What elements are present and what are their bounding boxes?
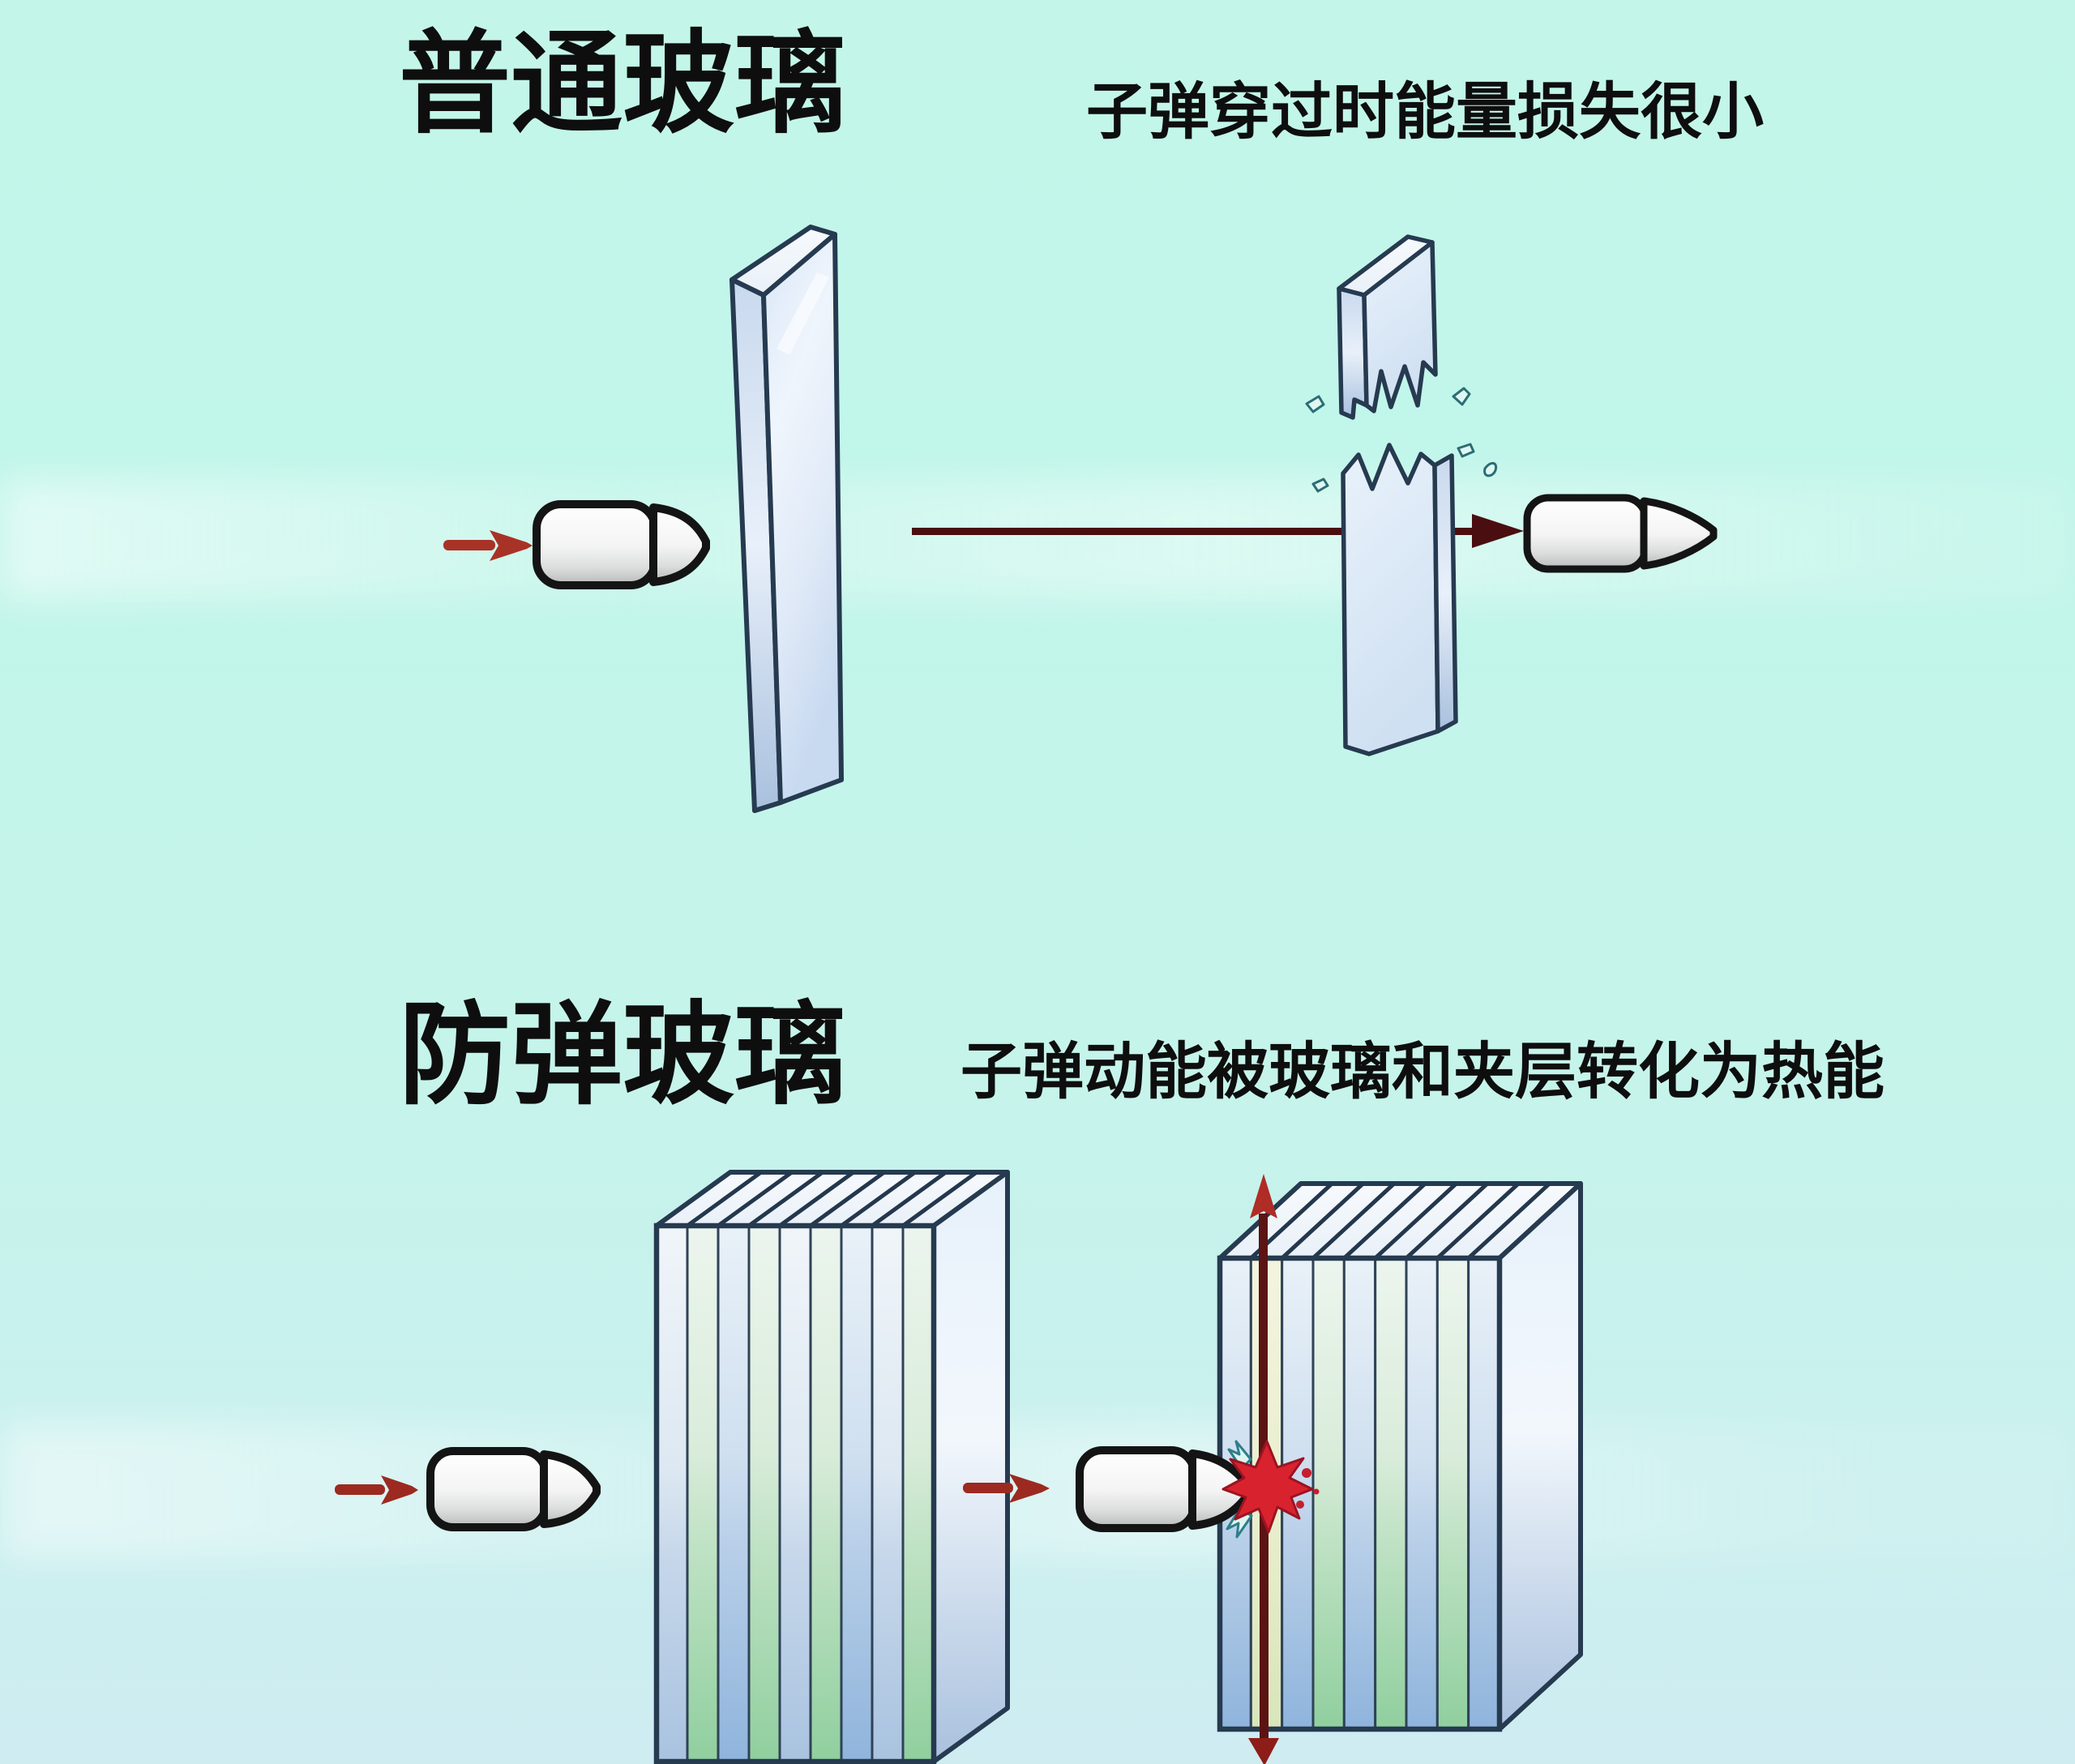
glass-layer <box>809 1224 843 1763</box>
energy-arrow-stem-down <box>1260 1505 1269 1741</box>
motion-arrow-tail <box>335 1484 385 1495</box>
shattered-glass-icon <box>1337 234 1458 756</box>
glass-layer <box>655 1224 689 1763</box>
motion-arrow-head <box>1009 1474 1050 1503</box>
glass-layer <box>1374 1257 1408 1731</box>
motion-arrow-icon <box>963 1474 1050 1503</box>
glass-sheen <box>777 272 829 355</box>
energy-arrow-stem-up <box>1259 1214 1268 1473</box>
bullet-body <box>1523 494 1649 573</box>
bullet-exited-icon <box>1523 494 1718 573</box>
top-face-layer-stripe <box>1373 1182 1458 1260</box>
energy-arrow-head-down <box>1248 1738 1279 1764</box>
glass-layer <box>1342 1257 1377 1731</box>
block-front-border <box>653 1222 937 1764</box>
shard-piece <box>1483 461 1498 477</box>
bulletproof-glass-title: 防弹玻璃 <box>399 993 847 1118</box>
glass-shards <box>1305 387 1498 493</box>
impact-droplet <box>1302 1468 1311 1478</box>
bullet-body <box>426 1447 550 1531</box>
bullet-tip <box>649 503 710 586</box>
top-face-layer-stripe <box>1342 1182 1427 1260</box>
bullet-icon <box>426 1447 601 1531</box>
top-face-layer-stripe <box>871 1170 948 1228</box>
top-face-layer-stripe <box>1435 1182 1521 1260</box>
glass-pane-front-face <box>761 232 844 805</box>
bullet-body <box>1076 1446 1198 1532</box>
bulletproof-glass-diagram <box>335 1170 1583 1764</box>
shard-upper-front <box>1362 240 1438 413</box>
layered-glass-block-impacted-icon <box>1217 1181 1583 1732</box>
layered-glass-block-icon <box>653 1170 1010 1764</box>
top-face-layer-stripe <box>686 1170 763 1228</box>
energy-dissipation-arrow-icon <box>1248 1174 1279 1764</box>
motion-arrow-head <box>490 530 533 561</box>
top-face-layer-stripe <box>1311 1182 1396 1260</box>
top-face-layer-stripe <box>1405 1182 1489 1260</box>
motion-arrow-head <box>381 1475 418 1505</box>
top-face-layer-stripe <box>901 1170 978 1228</box>
crack-shard <box>1227 1440 1252 1471</box>
shard-piece <box>1311 477 1329 493</box>
bullet-body <box>533 500 659 589</box>
top-face-layer-stripe <box>1280 1182 1365 1260</box>
shard-piece <box>1457 443 1475 458</box>
glass-layer <box>747 1224 781 1763</box>
glass-layer <box>686 1224 720 1763</box>
block-side-face <box>1497 1181 1583 1732</box>
glass-layer <box>778 1224 812 1763</box>
glass-layer <box>901 1224 935 1763</box>
trajectory-arrow-head <box>1472 514 1524 548</box>
glass-layer <box>871 1224 905 1763</box>
top-face-layer-stripe <box>1466 1182 1551 1260</box>
bulletproof-glass-caption: 子弹动能被玻璃和夹层转化为热能 <box>960 1038 1885 1107</box>
glass-layer <box>1467 1257 1501 1731</box>
top-face-layer-stripe <box>809 1170 886 1228</box>
top-face-layer-stripe <box>717 1170 794 1228</box>
ordinary-glass-title: 普通玻璃 <box>399 22 847 147</box>
motion-arrow-icon <box>443 530 533 561</box>
motion-arrow-icon <box>335 1475 418 1505</box>
glass-layer <box>1435 1257 1470 1731</box>
bullet-tip <box>1640 497 1718 570</box>
bullet-icon <box>533 500 710 589</box>
impact-burst-icon <box>1221 1440 1320 1534</box>
impact-droplet <box>1296 1501 1304 1509</box>
trajectory-line <box>912 528 1476 535</box>
shard-piece <box>1305 395 1325 413</box>
glass-pane-icon <box>729 225 844 813</box>
trajectory-arrow-icon <box>912 514 1524 548</box>
glass-layer <box>840 1224 874 1763</box>
motion-arrow-tail <box>443 540 495 550</box>
bullet-tip <box>540 1450 601 1528</box>
top-face-layer-stripe <box>747 1170 824 1228</box>
energy-arrow-head-up <box>1250 1174 1277 1218</box>
top-face-layer-stripe <box>778 1170 855 1228</box>
impact-star <box>1221 1440 1314 1534</box>
glass-layer <box>717 1224 751 1763</box>
impact-droplet <box>1313 1488 1320 1495</box>
ordinary-glass-diagram <box>443 225 1718 813</box>
shard-lower-side <box>1432 453 1458 734</box>
block-side-face <box>931 1170 1010 1764</box>
top-face-layer-stripe <box>840 1170 917 1228</box>
motion-arrow-tail <box>963 1483 1013 1493</box>
ordinary-glass-caption: 子弹穿过时能量损失很小 <box>1086 78 1764 147</box>
shard-lower-front <box>1341 443 1440 756</box>
glass-layer <box>1405 1257 1439 1731</box>
bullet-impacting-icon <box>1076 1446 1253 1532</box>
shard-piece <box>1452 387 1471 406</box>
